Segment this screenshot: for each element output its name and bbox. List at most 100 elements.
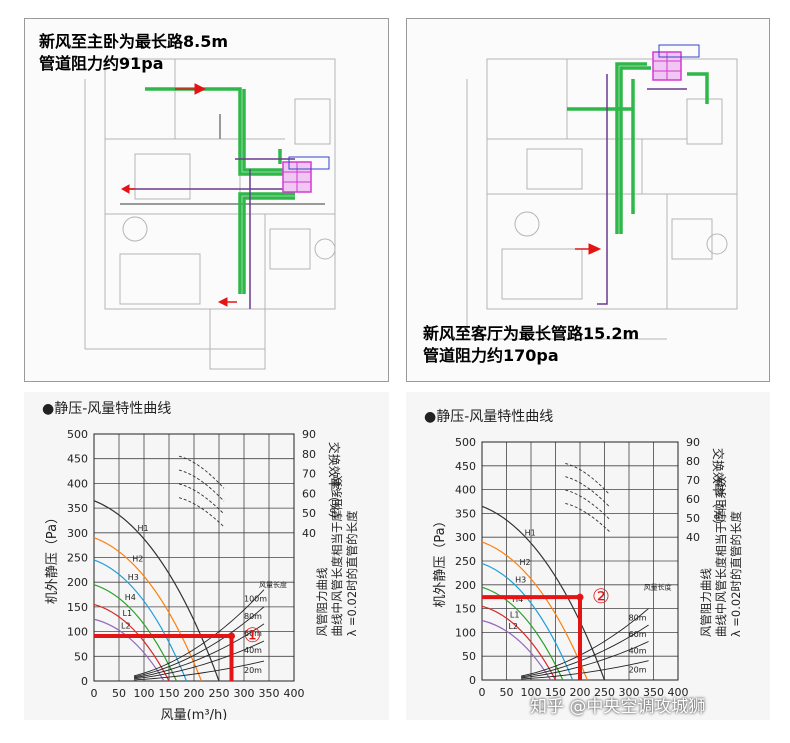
plan-caption-line1: 新风至客厅为最长管路15.2m	[423, 324, 640, 343]
x-tick-label: 350	[643, 686, 664, 699]
duct-legend: 风量长度	[644, 583, 672, 592]
side-note-line: λ =0.02时的直管的长度	[345, 510, 359, 637]
chart-title: ●静压-风量特性曲线	[424, 409, 554, 425]
efficiency-curve	[565, 489, 610, 520]
y-tick-label: 50	[462, 650, 476, 663]
y2-tick-label: 60	[686, 493, 700, 506]
operating-point-marker: ②	[592, 584, 610, 608]
fan-curve-label: H4	[125, 593, 136, 602]
y-tick-label: 450	[67, 453, 88, 466]
x-tick-label: 50	[112, 687, 126, 700]
y2-tick-label: 90	[686, 436, 700, 449]
fan-curve	[93, 500, 220, 682]
duct-resistance-curve	[133, 623, 265, 679]
fan-curve	[481, 505, 606, 681]
y-tick-label: 250	[455, 555, 476, 568]
plan-caption-line2: 管道阻力约170pa	[423, 346, 559, 365]
x-tick-label: 50	[500, 686, 514, 699]
duct-length-label: 100m	[244, 595, 267, 604]
plan-caption: 新风至客厅为最长管路15.2m 管道阻力约170pa	[423, 323, 639, 367]
fan-curve	[93, 559, 188, 682]
fan-curve-label: L2	[121, 621, 131, 630]
y2-tick-label: 40	[686, 531, 700, 544]
side-note-line: λ =0.02时的直管的长度	[729, 510, 743, 637]
duct-resistance-curve	[521, 660, 649, 680]
duct-length-label: 80m	[629, 613, 647, 622]
y2-axis-label: 交换效率（%）	[327, 442, 342, 525]
x-tick-label: 100	[521, 686, 542, 699]
floor-plan-drawing	[84, 58, 336, 370]
efficiency-curve	[178, 483, 225, 515]
duct-resistance-curve	[133, 640, 265, 680]
y-axis-label: 机外静压（Pa）	[45, 511, 60, 604]
x-tick-label: 400	[284, 687, 305, 700]
fan-curve-label: L1	[123, 609, 133, 618]
fan-curve	[481, 586, 564, 681]
y-tick-label: 0	[469, 674, 476, 687]
y-tick-label: 500	[67, 428, 88, 441]
x-tick-label: 300	[234, 687, 255, 700]
y2-tick-label: 50	[302, 507, 316, 520]
duct-resistance-curve	[521, 641, 649, 679]
y-tick-label: 200	[455, 579, 476, 592]
x-tick-label: 150	[159, 687, 180, 700]
fan-curve-label: L2	[508, 622, 518, 631]
efficiency-curve	[178, 497, 225, 528]
plot-frame	[93, 433, 295, 682]
plan-caption-line1: 新风至主卧为最长路8.5m	[39, 32, 229, 51]
duct-length-label: 20m	[629, 666, 647, 675]
x-tick-label: 200	[570, 686, 591, 699]
duct-length-label: 80m	[244, 612, 262, 621]
floor-plan-living-room: 新风至客厅为最长管路15.2m 管道阻力约170pa	[406, 18, 770, 382]
fan-curve-label: H1	[525, 529, 536, 538]
x-tick-label: 400	[668, 686, 689, 699]
side-note-line: 曲线中风管长度相当于摩阻系数	[330, 475, 344, 636]
floor-plan-master-bedroom: 新风至主卧为最长路8.5m 管道阻力约91pa	[24, 18, 389, 382]
operating-point-dot	[576, 593, 584, 601]
y-tick-label: 400	[67, 477, 88, 490]
duct-legend: 风量长度	[259, 580, 287, 589]
x-tick-label: 300	[619, 686, 640, 699]
duct-resistance-curve	[521, 624, 649, 678]
duct-resistance-curve	[133, 660, 265, 681]
fan-curve	[481, 562, 574, 681]
y2-tick-label: 70	[302, 468, 316, 481]
y-tick-label: 400	[455, 484, 476, 497]
duct-resistance-curve	[133, 606, 265, 678]
side-note-line: 风管阻力曲线	[315, 567, 329, 636]
y2-axis-label: 交换效率（%）	[711, 448, 726, 531]
fan-curve	[481, 605, 557, 681]
y-tick-label: 350	[67, 502, 88, 515]
duct-length-label: 40m	[629, 646, 647, 655]
side-note-line: 曲线中风管长度相当于摩阻系数	[714, 476, 728, 637]
y-tick-label: 450	[455, 460, 476, 473]
y2-tick-label: 80	[302, 448, 316, 461]
y-tick-label: 100	[455, 626, 476, 639]
y-tick-label: 300	[67, 527, 88, 540]
y2-tick-label: 60	[302, 487, 316, 500]
fan-curve	[481, 541, 588, 681]
x-tick-label: 0	[91, 687, 98, 700]
duct-length-label: 60m	[244, 629, 262, 638]
plan-caption-line2: 管道阻力约91pa	[39, 54, 164, 73]
x-tick-label: 0	[479, 686, 486, 699]
efficiency-curve	[178, 455, 225, 489]
fan-curve	[93, 603, 170, 682]
y2-tick-label: 40	[302, 527, 316, 540]
efficiency-curve	[565, 502, 610, 532]
fan-curve	[93, 537, 203, 682]
side-note-line: 风管阻力曲线	[699, 568, 713, 637]
fan-curve-label: L1	[510, 611, 520, 620]
y2-tick-label: 50	[686, 512, 700, 525]
y-tick-label: 150	[67, 601, 88, 614]
duct-length-label: 60m	[629, 630, 647, 639]
y-tick-label: 0	[81, 675, 88, 688]
duct-length-label: 40m	[244, 646, 262, 655]
fan-curve-label: H1	[138, 524, 149, 533]
y-axis-label: 机外静压（Pa）	[433, 514, 448, 607]
y-tick-label: 150	[455, 603, 476, 616]
y-tick-label: 100	[67, 626, 88, 639]
